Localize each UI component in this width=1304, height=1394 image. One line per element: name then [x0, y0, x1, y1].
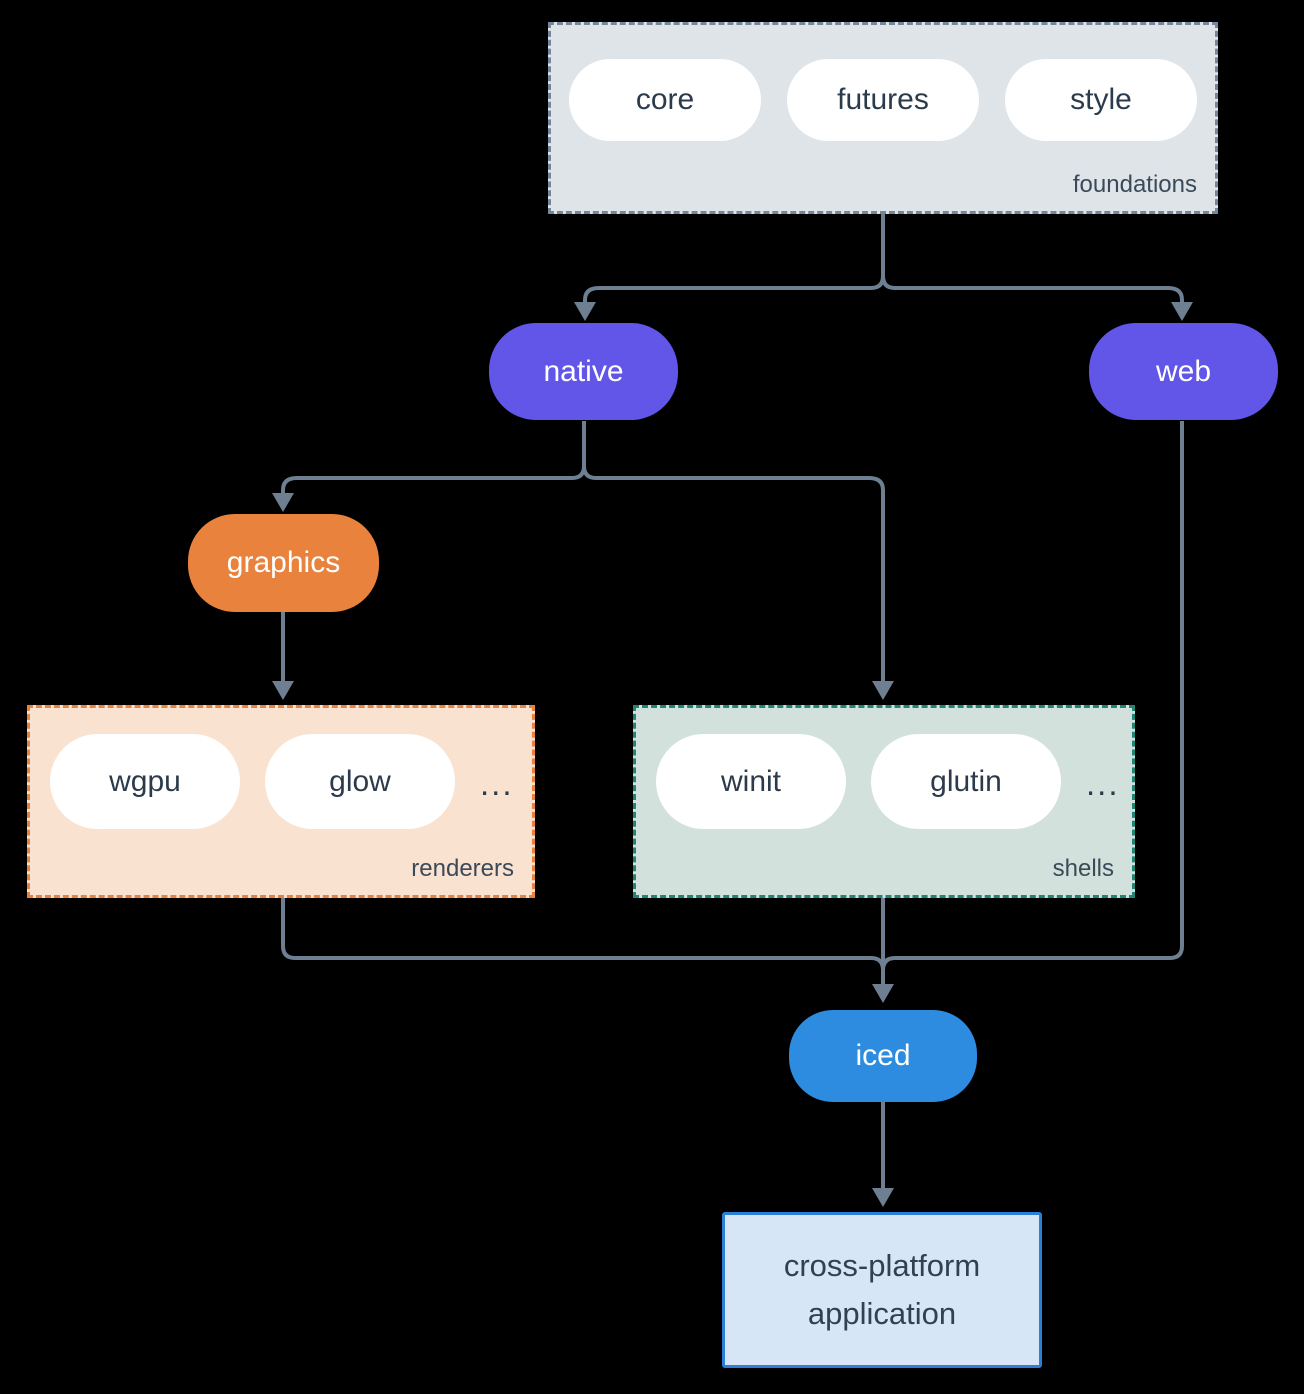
arrowheads [272, 302, 1193, 1207]
renderers-label: renderers [411, 855, 514, 882]
node-winit: winit [656, 734, 846, 829]
node-native: native [489, 323, 678, 420]
edge-native-to-graphics [281, 465, 586, 494]
arrowhead-renderers [272, 681, 294, 700]
arrowhead-iced [872, 984, 894, 1003]
shells-ellipsis: ... [1086, 764, 1120, 802]
arrowhead-native [574, 302, 596, 321]
group-foundations: core futures style foundations [548, 22, 1218, 214]
edge-foundations-to-native [583, 275, 885, 303]
arrowhead-web [1171, 302, 1193, 321]
node-futures: futures [787, 59, 979, 141]
node-glutin: glutin [871, 734, 1061, 829]
node-graphics: graphics [188, 514, 379, 612]
renderers-pill-row: wgpu glow ... [50, 734, 532, 829]
node-iced: iced [789, 1010, 977, 1102]
node-web: web [1089, 323, 1278, 420]
shells-pill-row: winit glutin ... [656, 734, 1132, 829]
node-wgpu: wgpu [50, 734, 240, 829]
foundations-pill-row: core futures style [551, 59, 1215, 141]
node-core: core [569, 59, 761, 141]
node-style: style [1005, 59, 1197, 141]
renderers-ellipsis: ... [480, 764, 514, 802]
foundations-label: foundations [1072, 171, 1197, 198]
node-glow: glow [265, 734, 455, 829]
arrowhead-application [872, 1188, 894, 1207]
edge-native-to-shells [582, 465, 885, 682]
group-shells: winit glutin ... shells [633, 705, 1135, 898]
node-cross-platform-application: cross-platform application [722, 1212, 1042, 1368]
arrowhead-shells [872, 681, 894, 700]
edge-foundations-to-web [881, 275, 1184, 303]
arrowhead-graphics [272, 493, 294, 512]
shells-label: shells [1052, 855, 1114, 882]
group-renderers: wgpu glow ... renderers [27, 705, 535, 898]
edge-renderers-to-merge [281, 898, 885, 971]
